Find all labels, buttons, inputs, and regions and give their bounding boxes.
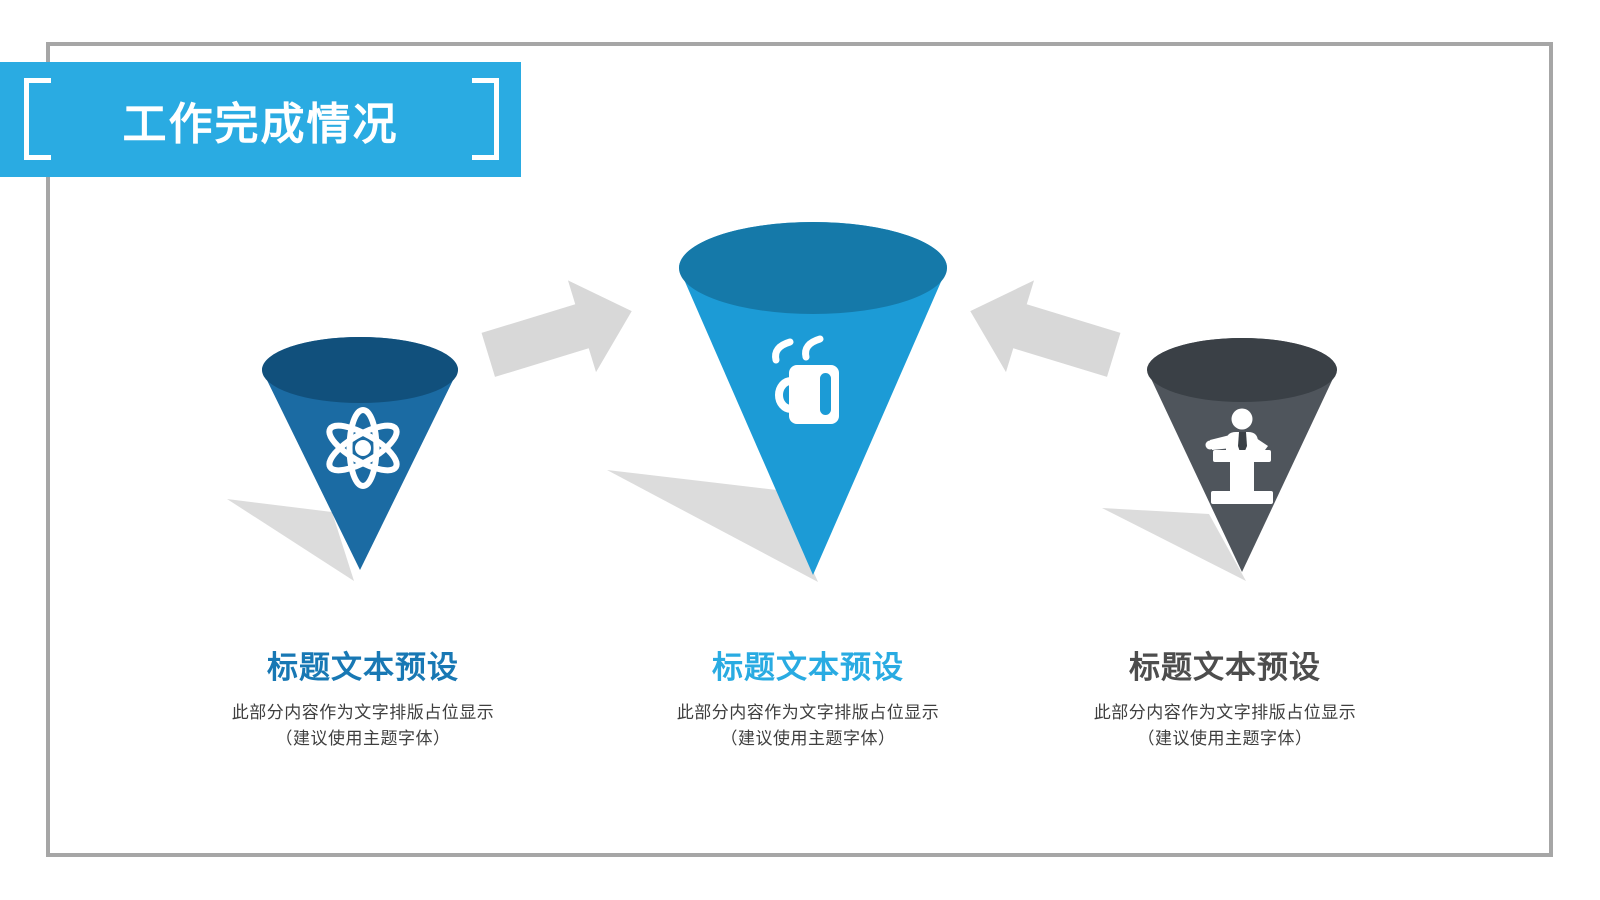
caption-desc-line1: 此部分内容作为文字排版占位显示 bbox=[1093, 703, 1357, 722]
bracket-right-icon bbox=[472, 78, 499, 160]
cone-right-top bbox=[1147, 338, 1337, 402]
caption-block-center: 标题文本预设 此部分内容作为文字排版占位显示 （建议使用主题字体） bbox=[628, 650, 988, 752]
caption-title: 标题文本预设 bbox=[1129, 650, 1321, 685]
cone-center-shadow bbox=[607, 470, 818, 582]
caption-block-right: 标题文本预设 此部分内容作为文字排版占位显示 （建议使用主题字体） bbox=[1045, 650, 1405, 752]
cone-left-top bbox=[262, 337, 458, 403]
cone-right bbox=[1147, 338, 1337, 572]
caption-title: 标题文本预设 bbox=[712, 650, 904, 685]
caption-desc-line1: 此部分内容作为文字排版占位显示 bbox=[676, 703, 940, 722]
arrow-left-icon bbox=[970, 280, 1121, 377]
coffee-mug-icon bbox=[772, 335, 839, 424]
page-title: 工作完成情况 bbox=[122, 99, 399, 149]
caption-title: 标题文本预设 bbox=[267, 650, 459, 685]
caption-desc-line2: （建议使用主题字体） bbox=[275, 729, 451, 748]
header-banner: 工作完成情况 bbox=[0, 62, 521, 177]
slide-border-frame bbox=[46, 42, 1553, 857]
cone-left-shadow bbox=[227, 499, 354, 581]
cone-left bbox=[262, 337, 458, 570]
caption-desc-line2: （建议使用主题字体） bbox=[1137, 729, 1313, 748]
podium-speaker-icon bbox=[1205, 408, 1273, 504]
atom-icon bbox=[326, 407, 400, 489]
cone-right-shadow bbox=[1102, 508, 1246, 581]
bracket-left-icon bbox=[24, 78, 51, 160]
cone-center-top bbox=[679, 222, 947, 314]
caption-desc-line2: （建议使用主题字体） bbox=[720, 729, 896, 748]
cone-center bbox=[679, 222, 947, 575]
caption-desc-line1: 此部分内容作为文字排版占位显示 bbox=[231, 703, 495, 722]
arrow-right-icon bbox=[481, 280, 632, 377]
caption-block-left: 标题文本预设 此部分内容作为文字排版占位显示 （建议使用主题字体） bbox=[183, 650, 543, 752]
